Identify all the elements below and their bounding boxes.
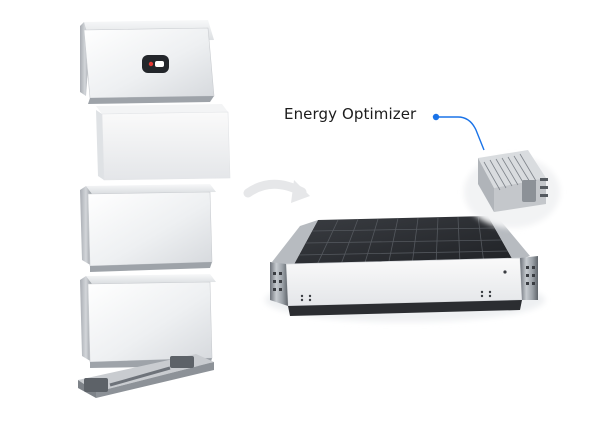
left-bracket [270,262,288,306]
curved-arrow-icon [243,179,310,203]
mounting-dots [300,270,507,302]
control-unit [80,20,215,104]
right-bracket [520,256,538,300]
callout-leader [432,113,485,151]
cell-grid [297,215,509,268]
energy-optimizer-label: Energy Optimizer [284,105,417,123]
battery-module-3 [80,274,216,368]
status-display-icon [142,55,169,73]
callout-dot-icon [432,113,440,121]
battery-module-open [265,215,545,322]
energy-optimizer-device [464,150,560,228]
battery-module-2 [80,184,216,272]
optimizer-fins [483,153,537,191]
battery-stack [78,20,231,398]
stack-base [78,354,214,398]
battery-module-1 [96,104,231,181]
